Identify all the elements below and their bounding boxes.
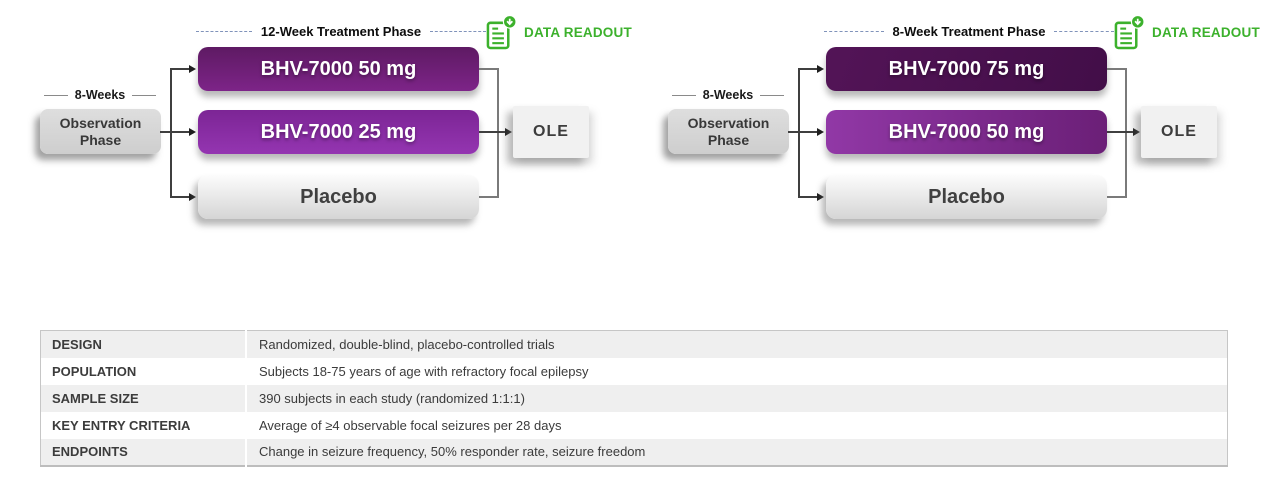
connector-line	[1107, 68, 1126, 70]
connector-line	[798, 68, 800, 198]
observation-weeks-label: 8-Weeks	[74, 88, 126, 102]
study-info-table: DESIGN Randomized, double-blind, placebo…	[40, 330, 1228, 467]
table-row-value: Average of ≥4 observable focal seizures …	[259, 417, 562, 433]
table-row-label: KEY ENTRY CRITERIA	[40, 411, 247, 439]
connector-line	[479, 131, 506, 133]
connector-line	[170, 68, 190, 70]
connector-line	[479, 196, 498, 198]
table-row: SAMPLE SIZE 390 subjects in each study (…	[40, 384, 1228, 412]
treatment-phase-title: 8-Week Treatment Phase	[892, 24, 1046, 39]
connector-line	[479, 68, 498, 70]
dashed-line	[196, 31, 252, 32]
data-readout-label: DATA READOUT	[524, 24, 632, 40]
connector-line	[798, 196, 818, 198]
observation-phase-box: Observation Phase	[668, 109, 789, 154]
dashed-line	[1054, 31, 1115, 32]
observation-weeks: 8-Weeks	[33, 88, 167, 102]
table-row-value: Change in seizure frequency, 50% respond…	[259, 444, 646, 459]
observation-weeks: 8-Weeks	[661, 88, 795, 102]
data-readout: DATA READOUT	[1114, 13, 1260, 51]
arrowhead	[505, 128, 512, 136]
connector-line	[788, 131, 818, 133]
table-row: POPULATION Subjects 18-75 years of age w…	[40, 357, 1228, 385]
data-readout: DATA READOUT	[486, 13, 632, 51]
arrowhead	[817, 128, 824, 136]
table-row-value: Randomized, double-blind, placebo-contro…	[259, 336, 555, 352]
arrowhead	[189, 128, 196, 136]
treatment-arm-box: BHV-7000 50 mg	[198, 47, 479, 91]
connector-line	[1125, 68, 1127, 198]
table-row-label: SAMPLE SIZE	[40, 384, 247, 412]
table-row-label: ENDPOINTS	[40, 438, 247, 466]
arrowhead	[189, 193, 196, 201]
treatment-arm-box: BHV-7000 25 mg	[198, 110, 479, 154]
dashed-line	[430, 31, 487, 32]
placebo-arm-box: Placebo	[826, 175, 1107, 219]
table-row-label: POPULATION	[40, 357, 247, 385]
dash	[132, 94, 157, 96]
connector-line	[798, 68, 818, 70]
table-row-value: 390 subjects in each study (randomized 1…	[259, 390, 525, 406]
treatment-phase-header: 12-Week Treatment Phase	[196, 23, 487, 40]
table-row-value: Subjects 18-75 years of age with refract…	[259, 363, 589, 379]
treatment-arm-box: BHV-7000 50 mg	[826, 110, 1107, 154]
study-diagram-1: 12-Week Treatment Phase DATA READOUT 8-W…	[0, 0, 650, 310]
data-readout-icon	[1114, 14, 1145, 49]
ole-box: OLE	[1141, 106, 1217, 158]
connector-line	[1107, 196, 1126, 198]
dash	[671, 94, 696, 96]
observation-weeks-label: 8-Weeks	[702, 88, 754, 102]
study-diagram-2: 8-Week Treatment Phase DATA READOUT 8-We…	[628, 0, 1270, 310]
dash	[43, 94, 68, 96]
connector-line	[170, 68, 172, 198]
table-row-label: DESIGN	[40, 330, 247, 358]
arrowhead	[189, 65, 196, 73]
data-readout-label: DATA READOUT	[1152, 24, 1260, 40]
treatment-phase-header: 8-Week Treatment Phase	[824, 23, 1115, 40]
arrowhead	[817, 65, 824, 73]
ole-box: OLE	[513, 106, 589, 158]
connector-line	[160, 131, 190, 133]
dash	[760, 94, 785, 96]
arrowhead	[817, 193, 824, 201]
placebo-arm-box: Placebo	[198, 175, 479, 219]
dashed-line	[824, 31, 884, 32]
arrowhead	[1133, 128, 1140, 136]
data-readout-icon	[486, 14, 517, 49]
table-row: ENDPOINTS Change in seizure frequency, 5…	[40, 438, 1228, 466]
table-row: KEY ENTRY CRITERIA Average of ≥4 observa…	[40, 411, 1228, 439]
connector-line	[170, 196, 190, 198]
connector-line	[1107, 131, 1134, 133]
observation-phase-box: Observation Phase	[40, 109, 161, 154]
table-row: DESIGN Randomized, double-blind, placebo…	[40, 330, 1228, 358]
connector-line	[497, 68, 499, 198]
treatment-phase-title: 12-Week Treatment Phase	[260, 24, 422, 39]
treatment-arm-box: BHV-7000 75 mg	[826, 47, 1107, 91]
